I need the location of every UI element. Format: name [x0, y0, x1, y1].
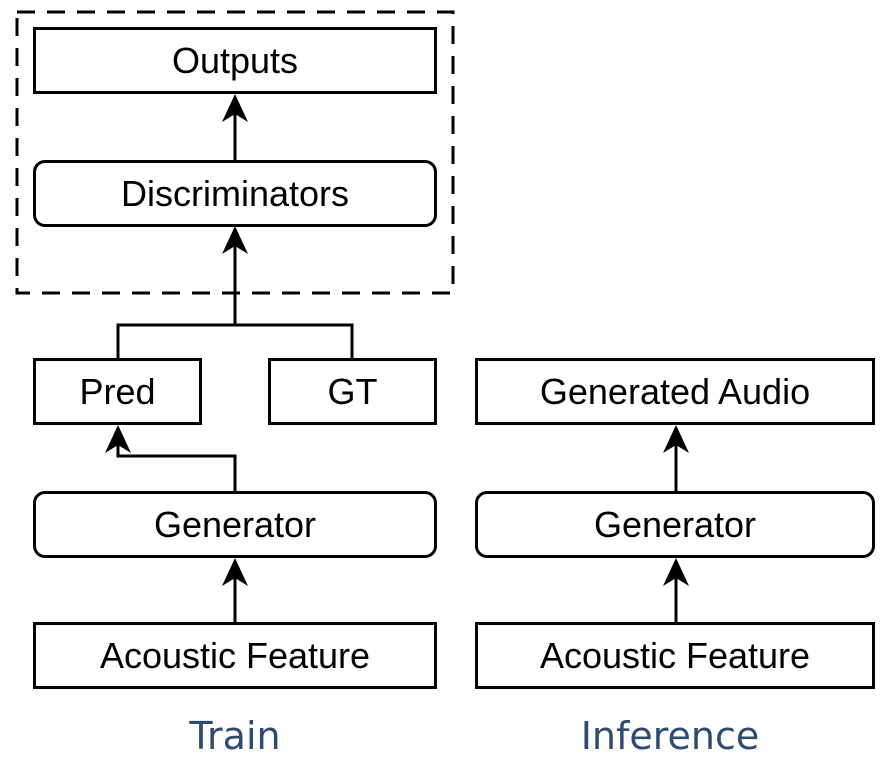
- generated-audio-label: Generated Audio: [539, 370, 811, 412]
- inference-caption: Inference: [580, 714, 760, 758]
- train-generator-box: Generator: [33, 491, 437, 558]
- discriminators-label: Discriminators: [120, 172, 350, 214]
- discriminators-box: Discriminators: [33, 160, 437, 227]
- arrowhead-train-pred: [105, 425, 131, 453]
- inference-generator-box: Generator: [475, 491, 875, 558]
- gt-label: GT: [327, 370, 378, 412]
- inference-acoustic-feature-label: Acoustic Feature: [539, 634, 811, 676]
- outputs-label: Outputs: [171, 39, 299, 81]
- train-acoustic-feature-label: Acoustic Feature: [99, 634, 371, 676]
- inference-generator-label: Generator: [593, 503, 757, 545]
- arrow-train-merge-to-discriminators: [116, 232, 354, 358]
- arrowhead-train-generator: [222, 558, 248, 586]
- gt-box: GT: [268, 358, 437, 425]
- arrowhead-train-outputs: [222, 94, 248, 122]
- train-generator-label: Generator: [153, 503, 317, 545]
- generated-audio-box: Generated Audio: [475, 358, 875, 425]
- arrowhead-inference-generator: [663, 558, 689, 586]
- outputs-box: Outputs: [33, 27, 437, 94]
- pred-label: Pred: [79, 370, 156, 412]
- train-caption: Train: [189, 714, 281, 758]
- pred-box: Pred: [33, 358, 202, 425]
- arrow-train-generator-to-pred: [116, 432, 237, 491]
- train-acoustic-feature-box: Acoustic Feature: [33, 622, 437, 689]
- arrowhead-inference-audio: [663, 425, 689, 453]
- inference-acoustic-feature-box: Acoustic Feature: [475, 622, 875, 689]
- arrowhead-train-discriminators: [222, 226, 248, 254]
